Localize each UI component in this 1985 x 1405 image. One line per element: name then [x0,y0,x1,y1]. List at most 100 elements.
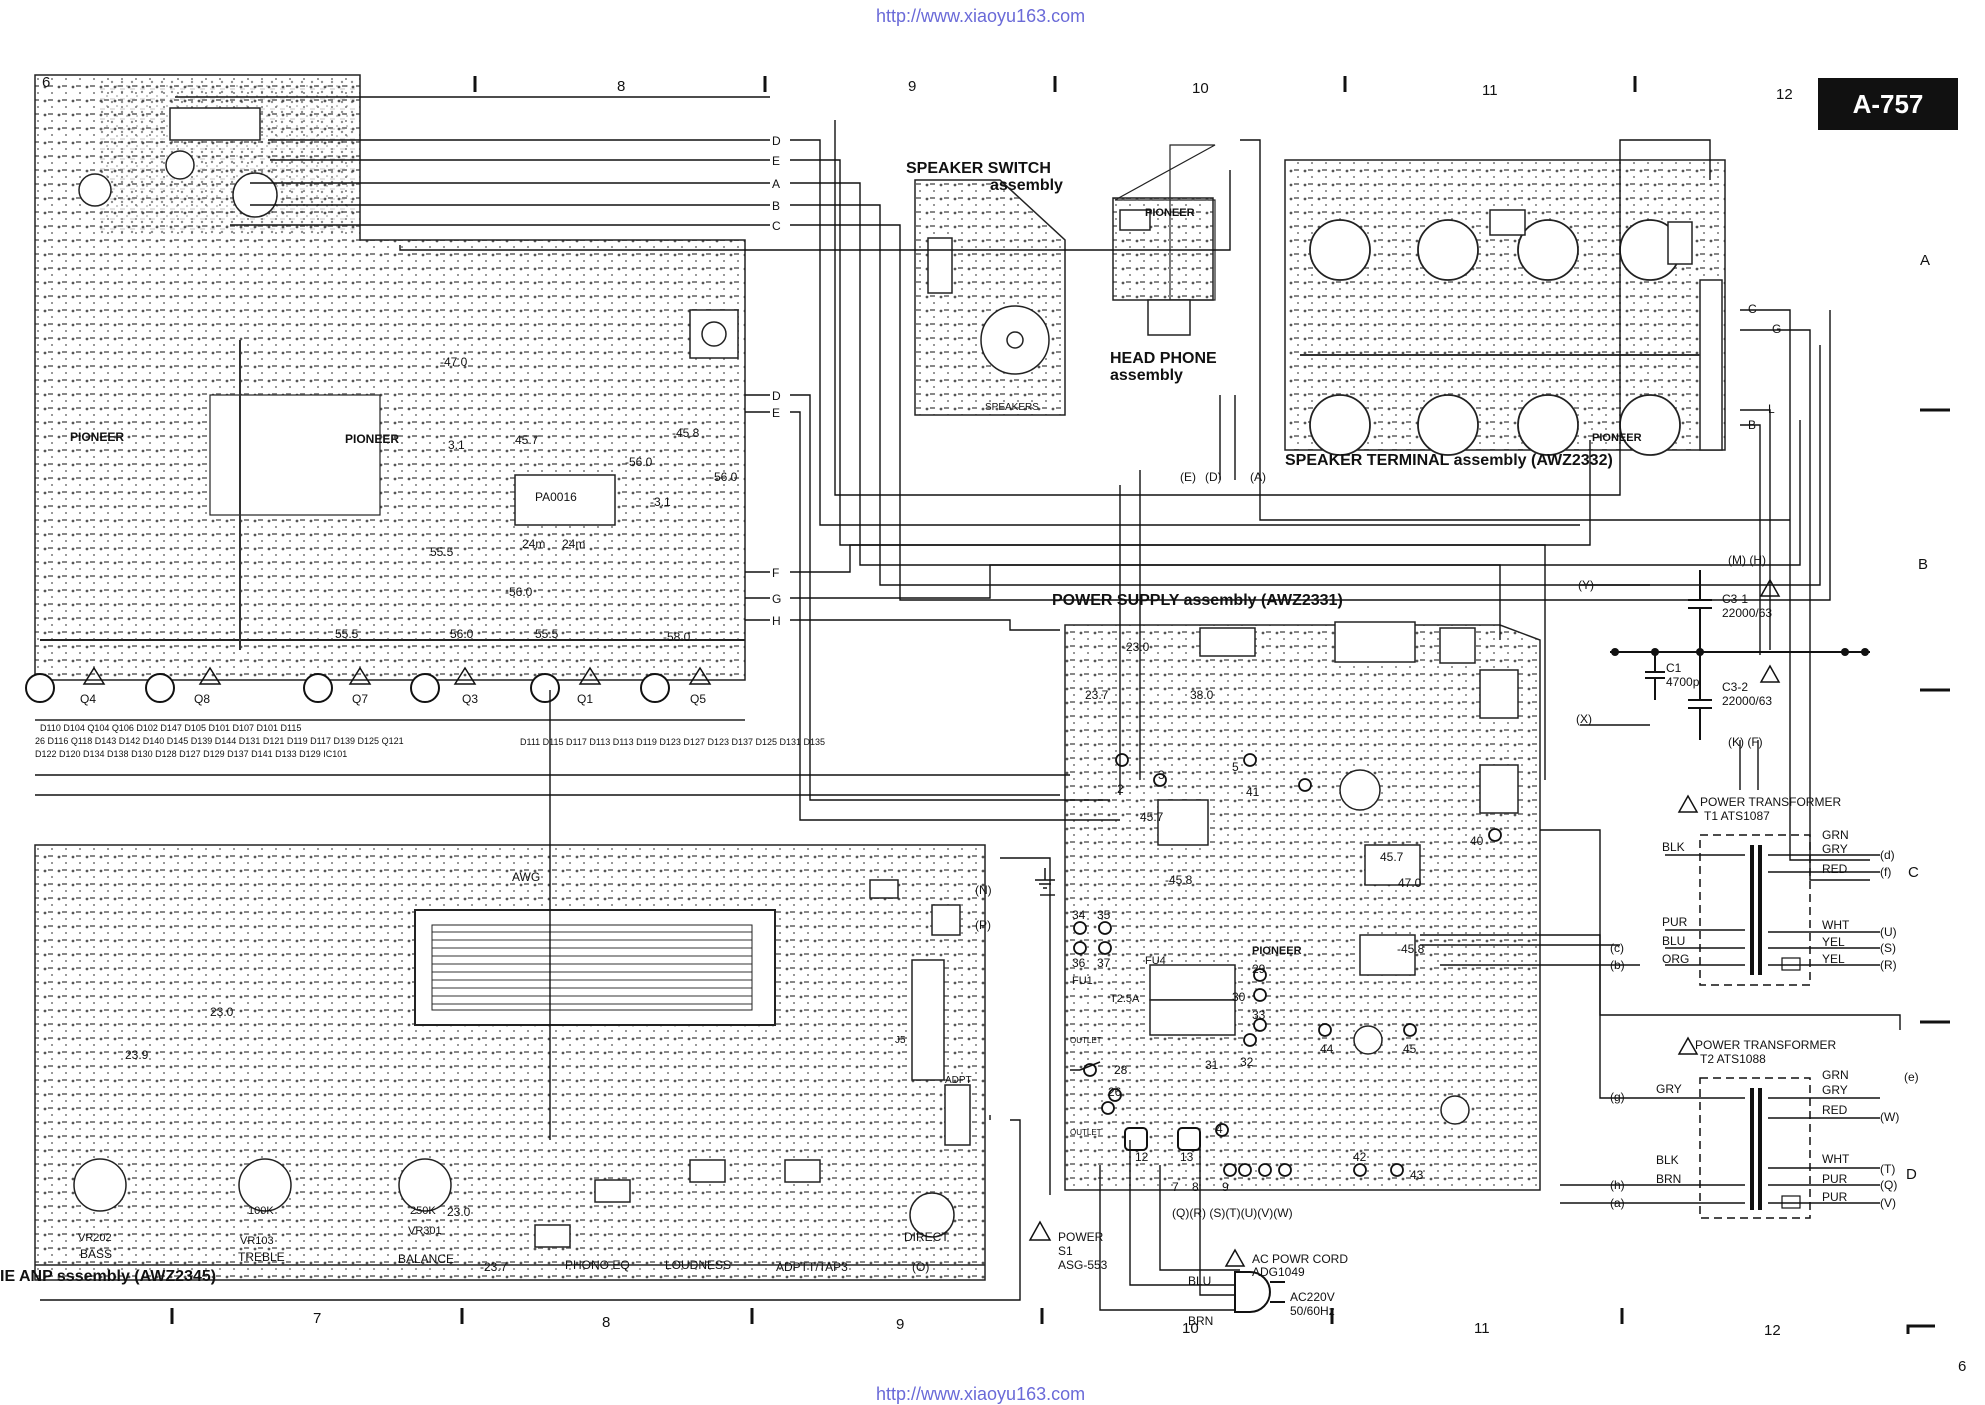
connector-b-right: B [1748,418,1757,432]
transformer-t2-title: POWER TRANSFORMER [1695,1038,1837,1052]
t1-wire-org: ORG [1662,952,1690,966]
ps-point-31: 31 [1205,1058,1219,1072]
transformer-t2-part: T2 ATS1088 [1700,1052,1766,1066]
wiring-harness [35,96,1901,1311]
t1-terminal-b: (b) [1610,958,1625,972]
ps-point-45: 45 [1403,1042,1417,1056]
connector-d-mid-wire: (D) [1205,470,1222,484]
grid-col-top-8: 8 [617,78,626,95]
t2-wire-red: RED [1822,1103,1848,1117]
power-switch-name: POWER [1058,1230,1104,1244]
connector-e-top: E [772,154,781,168]
grid-col-top-6: 6 [42,74,51,91]
speaker-terminal-title: SPEAKER TERMINAL assembly (AWZ2332) [1285,452,1613,469]
grid-ticks-bottom [170,1308,1935,1334]
pioneer-logo-3: PIONEER [1145,207,1195,219]
ps-point-42: 42 [1353,1150,1367,1164]
t1-wire-blk: BLK [1662,840,1685,854]
t2-terminal-q: (Q) [1880,1178,1898,1192]
t2-terminal-e: (e) [1904,1070,1919,1084]
t2-wire-gry: GRY [1656,1082,1682,1096]
t2-wire-grn: GRN [1822,1068,1849,1082]
ac-plug-symbol [1234,1271,1285,1313]
ground-symbol [1035,868,1055,889]
connector-d-top: D [772,134,781,148]
main-voltage-5: -3.1 [650,495,671,509]
t1-terminal-u: (U) [1880,925,1897,939]
t2-wire-brn: BRN [1656,1172,1682,1186]
connector-a-mid-wire: (A) [1250,470,1266,484]
preamp-adptt-tap3: ADPTT/TAP3 [776,1260,848,1274]
ps-point-3: 3 [1158,768,1165,782]
ps-point-41: 41 [1246,785,1260,799]
preamp-pcb [34,844,986,1281]
preamp-voltage-1: 23.0 [210,1005,234,1019]
ps-point-37: 37 [1097,956,1111,970]
ps-point-30: 30 [1232,990,1246,1004]
grid-row-b: B [1918,556,1929,573]
grid-ticks-right [1920,408,1950,1024]
connector-g-lower: G [772,592,782,606]
main-voltage-9: 55.5 [535,627,559,641]
headphone-subtitle: assembly [1110,367,1183,384]
t1-terminal-f: (f) [1880,865,1892,879]
ac-cord-frequency: 50/60Hz [1290,1304,1335,1318]
warning-triangles [1224,578,1781,1267]
main-voltage-4: -56.0 [710,470,738,484]
ac-cord-wire-blu: BLU [1188,1274,1212,1288]
capacitor-c3-2-value: 22000/63 [1722,694,1773,708]
power-switch-ref: S1 [1058,1244,1073,1258]
ac-cord-title: AC POWR CORD [1252,1252,1348,1266]
pioneer-logo-2: PIONEER [345,432,400,446]
t2-terminal-g: (g) [1610,1090,1625,1104]
ps-voltage-2: 23.7 [1085,688,1109,702]
t2-terminal-h: (h) [1610,1178,1625,1192]
source-url-bottom[interactable]: http://www.xiaoyu163.com [876,1384,1086,1404]
page-number: 6 [1958,1358,1967,1375]
grid-col-top-9: 9 [908,78,917,95]
source-url-top[interactable]: http://www.xiaoyu163.com [876,6,1086,26]
headphone-pcb [1112,144,1216,336]
t1-terminal-s: (S) [1880,941,1896,955]
grid-row-c: C [1908,864,1919,881]
main-voltage-7: 55.5 [335,627,359,641]
transistor-q5: Q5 [690,692,707,706]
transistor-q3: Q3 [462,692,479,706]
preamp-voltage-4: -23.7 [480,1260,508,1274]
main-voltage-15: 24m [562,537,586,551]
grid-col-top-11: 11 [1482,82,1498,99]
grid-col-bottom-10: 10 [1182,1320,1199,1337]
t1-wire-pur: PUR [1662,915,1688,929]
ps-point-12: 12 [1135,1150,1149,1164]
parts-list-row-3: D122 D120 D134 D138 D130 D128 D127 D129 … [35,749,348,759]
preamp-bass-label: BASS [80,1247,113,1261]
transistor-q4: Q4 [80,692,97,706]
ps-point-44: 44 [1320,1042,1334,1056]
grid-col-top-12: 12 [1776,86,1793,103]
ps-point-33: 33 [1252,1008,1266,1022]
connector-e-mid: E [772,406,781,420]
grid-row-d: D [1906,1166,1917,1183]
main-amp-pcb [25,74,746,721]
preamp-connector-p: (P) [975,918,991,932]
ps-point-26: 26 [1108,1085,1122,1099]
ps-voltage-6: 45.7 [1380,850,1404,864]
speaker-switch-pcb [914,179,1066,416]
ps-point-36: 36 [1072,956,1086,970]
preamp-direct: DIRECT [904,1230,949,1244]
main-ic-label: PA0016 [535,490,577,504]
ps-point-40: 40 [1470,834,1484,848]
grid-col-bottom-9: 9 [896,1316,905,1333]
connector-l-right: L [1768,402,1775,416]
speaker-switch-title: SPEAKER SWITCH [906,160,1051,177]
power-switch-part: ASG-553 [1058,1258,1108,1272]
ps-bottom-terminals: (Q)(R) (S)(T)(U)(V)(W) [1172,1206,1293,1220]
main-voltage-12: 3.1 [448,438,465,452]
t1-wire-gry: GRY [1822,842,1848,856]
power-switch-symbol [1028,1061,1101,1241]
pioneer-logo-4: PIONEER [1592,432,1642,444]
preamp-balance-ref: VR301 [408,1225,442,1237]
capacitor-c3-1-name: C3-1 [1722,592,1749,606]
ac-cord-voltage: AC220V [1290,1290,1335,1304]
transformer-t1-title: POWER TRANSFORMER [1700,795,1842,809]
